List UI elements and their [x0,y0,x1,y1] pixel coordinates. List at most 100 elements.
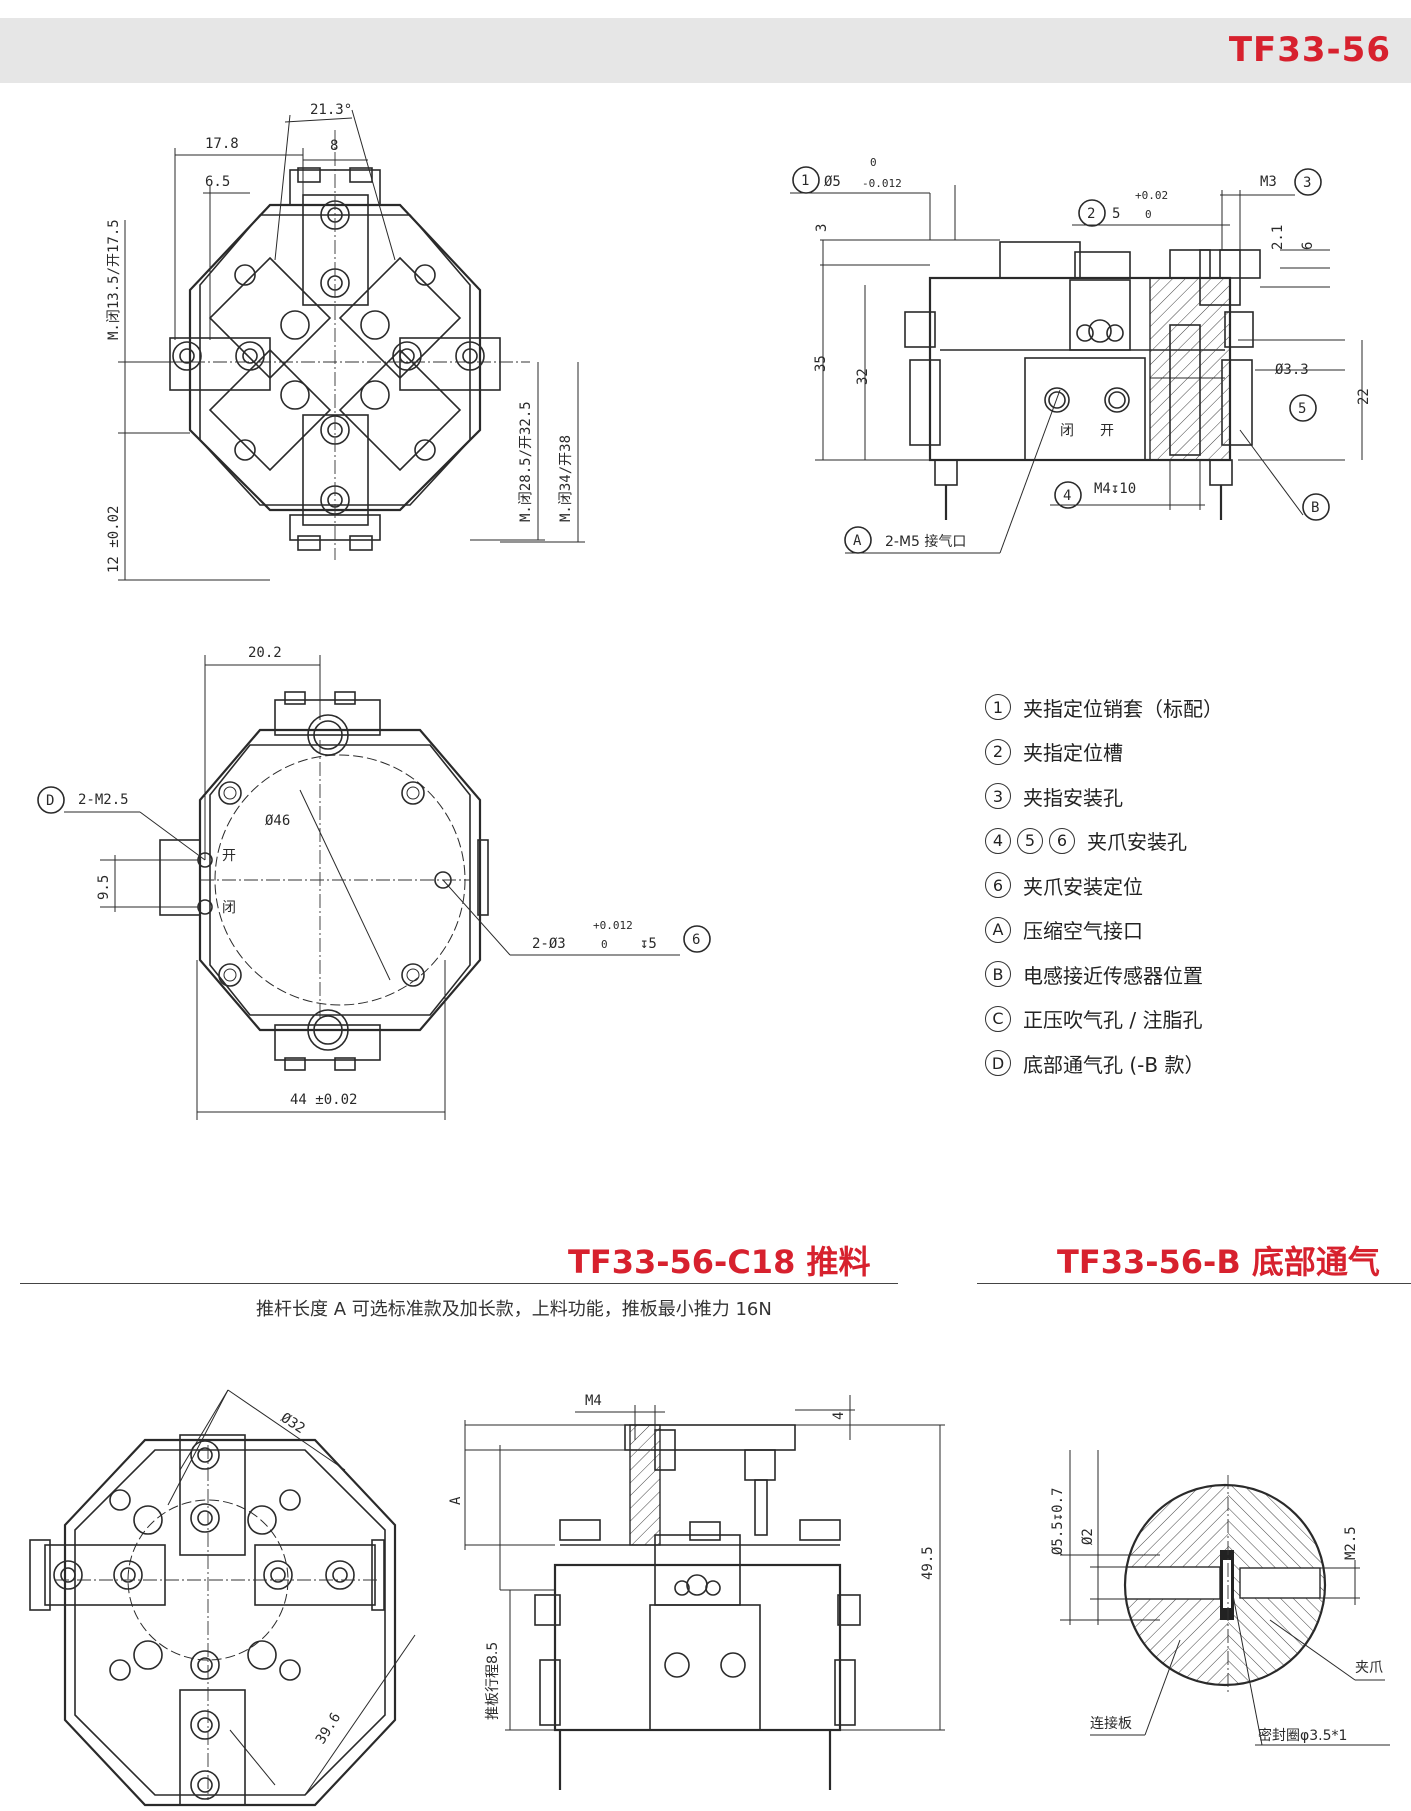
dimension-label: ↧5 [640,936,657,952]
legend-item: B 电感接近传感器位置 [985,952,1223,997]
dimension-label: 8 [330,138,338,154]
legend-text: 夹爪安装孔 [1087,830,1187,855]
c18-rule [20,1283,898,1284]
bottom-view: Ø46 开 闭 20.2 D 2-M2.5 9.5 2-Ø3 +0.012 0 … [37,645,711,1120]
legend-marker: 1 [985,694,1011,721]
dimension-label: M2.5 [1343,1526,1359,1560]
dimension-label: 密封圈φ3.5*1 [1258,1727,1347,1744]
dimension-label: 9.5 [96,875,112,900]
dimension-label: Ø32 [278,1410,308,1437]
dimension-label: 6 [692,932,700,948]
dimension-label: 开 [222,848,236,864]
legend-item: 1 夹指定位销套（标配） [985,685,1223,730]
legend-text: 正压吹气孔 / 注脂孔 [1023,1008,1203,1033]
legend-item: 3 夹指安装孔 [985,774,1223,819]
legend-text: 压缩空气接口 [1023,919,1143,944]
dimension-label: 闭 [222,900,236,916]
legend-item: D 底部通气孔 (-B 款） [985,1041,1223,1086]
legend-item: C 正压吹气孔 / 注脂孔 [985,997,1223,1042]
legend-text: 夹指定位销套（标配） [1023,696,1223,721]
dimension-label: M.闭13.5/开17.5 [106,219,122,340]
dimension-label: 3 [814,224,830,232]
legend-marker: C [985,1005,1011,1032]
dimension-label: 5 [1298,401,1306,417]
dimension-label: M3 [1260,174,1277,190]
dimension-label: 35 [813,355,829,372]
model-title: TF33-56 [1228,30,1391,70]
dimension-label: 1 [801,173,809,189]
dimension-label: 闭 [1060,423,1074,439]
dimension-label: 39.6 [313,1710,344,1747]
legend-marker: 4 [985,827,1011,854]
dimension-label: A [448,1496,464,1505]
dimension-label: M4 [585,1393,602,1409]
dimension-label: 5 [1112,206,1120,222]
dimension-label: 44 ±0.02 [290,1092,357,1108]
legend-marker: B [985,961,1011,988]
legend-text: 夹指安装孔 [1023,785,1123,810]
dimension-label: 6.5 [205,174,230,190]
legend-marker: D [985,1050,1011,1077]
dimension-label: Ø2 [1080,1528,1096,1545]
dimension-label: 开 [1100,423,1114,439]
dimension-label: M.闭34/开38 [558,435,574,522]
top-view: 17.8 6.5 8 21.3° M.闭13.5/开17.5 12 ±0.02 … [106,102,585,581]
legend-text: 夹指定位槽 [1023,741,1123,766]
dimension-label: 0 [601,938,608,951]
dimension-label: 夹爪 [1355,1660,1383,1676]
header-bar [0,18,1411,83]
dimension-label: B [1311,500,1319,516]
dimension-label: 20.2 [248,645,282,661]
dimension-label: 4 [1063,488,1071,504]
c18-description: 推杆长度 A 可选标准款及加长款，上料功能，推板最小推力 16N [256,1299,772,1320]
c18-title: TF33-56-C18 推料 [568,1243,871,1281]
dimension-label: 32 [855,368,871,385]
dimension-label: 49.5 [920,1546,936,1580]
dimension-label: 2-M2.5 [78,792,129,808]
legend-item: 6 夹爪安装定位 [985,863,1223,908]
dimension-label: 连接板 [1090,1715,1132,1732]
legend-marker: A [985,916,1011,943]
legend-text: 底部通气孔 (-B 款） [1023,1052,1205,1077]
dimension-label: 2-Ø3 [532,936,566,952]
legend-marker: 5 [1017,827,1043,854]
dimension-label: Ø5.5↧0.7 [1050,1488,1066,1555]
dimension-label: -0.012 [862,177,902,190]
dimension-label: Ø5 [824,174,841,190]
dimension-label: Ø46 [265,813,290,829]
dimension-label: 12 ±0.02 [106,506,122,573]
dimension-label: 推板行程8.5 [485,1642,501,1720]
dimension-label: +0.02 [1135,189,1168,202]
dimension-label: M.闭28.5/开32.5 [518,401,534,522]
dimension-label: D [46,793,54,809]
b-title: TF33-56-B 底部通气 [1057,1243,1380,1281]
dimension-label: Ø3.3 [1275,362,1309,378]
dimension-label: 21.3° [310,102,352,118]
dimension-label: 17.8 [205,136,239,152]
dimension-label: 22 [1356,388,1372,405]
dimension-label: M4↧10 [1094,481,1136,497]
legend-marker: 6 [985,872,1011,899]
dimension-label: 4 [831,1412,847,1420]
dimension-label: 2-M5 接气口 [885,533,966,550]
legend-item: A 压缩空气接口 [985,908,1223,953]
dimension-label: 0 [870,156,877,169]
legend-text: 夹爪安装定位 [1023,874,1143,899]
b-rule [977,1283,1411,1284]
legend-marker: 2 [985,738,1011,765]
legend-marker: 6 [1049,827,1075,854]
dimension-label: A [853,533,862,549]
legend-text: 电感接近传感器位置 [1023,963,1203,988]
side-view: 闭 开 1 Ø5 0 -0.012 2 5 +0.02 0 M3 3 [790,156,1372,554]
dimension-label: 2 [1087,206,1095,222]
dimension-label: 6 [1300,242,1316,250]
c18-side-view: A 推板行程8.5 49.5 M4 4 [448,1393,945,1790]
legend-item: 2 夹指定位槽 [985,730,1223,775]
dimension-label: 2.1 [1270,225,1286,250]
legend-marker: 3 [985,783,1011,810]
dimension-label: +0.012 [593,919,633,932]
c18-top-view: Ø32 39.6 [29,1389,416,1807]
